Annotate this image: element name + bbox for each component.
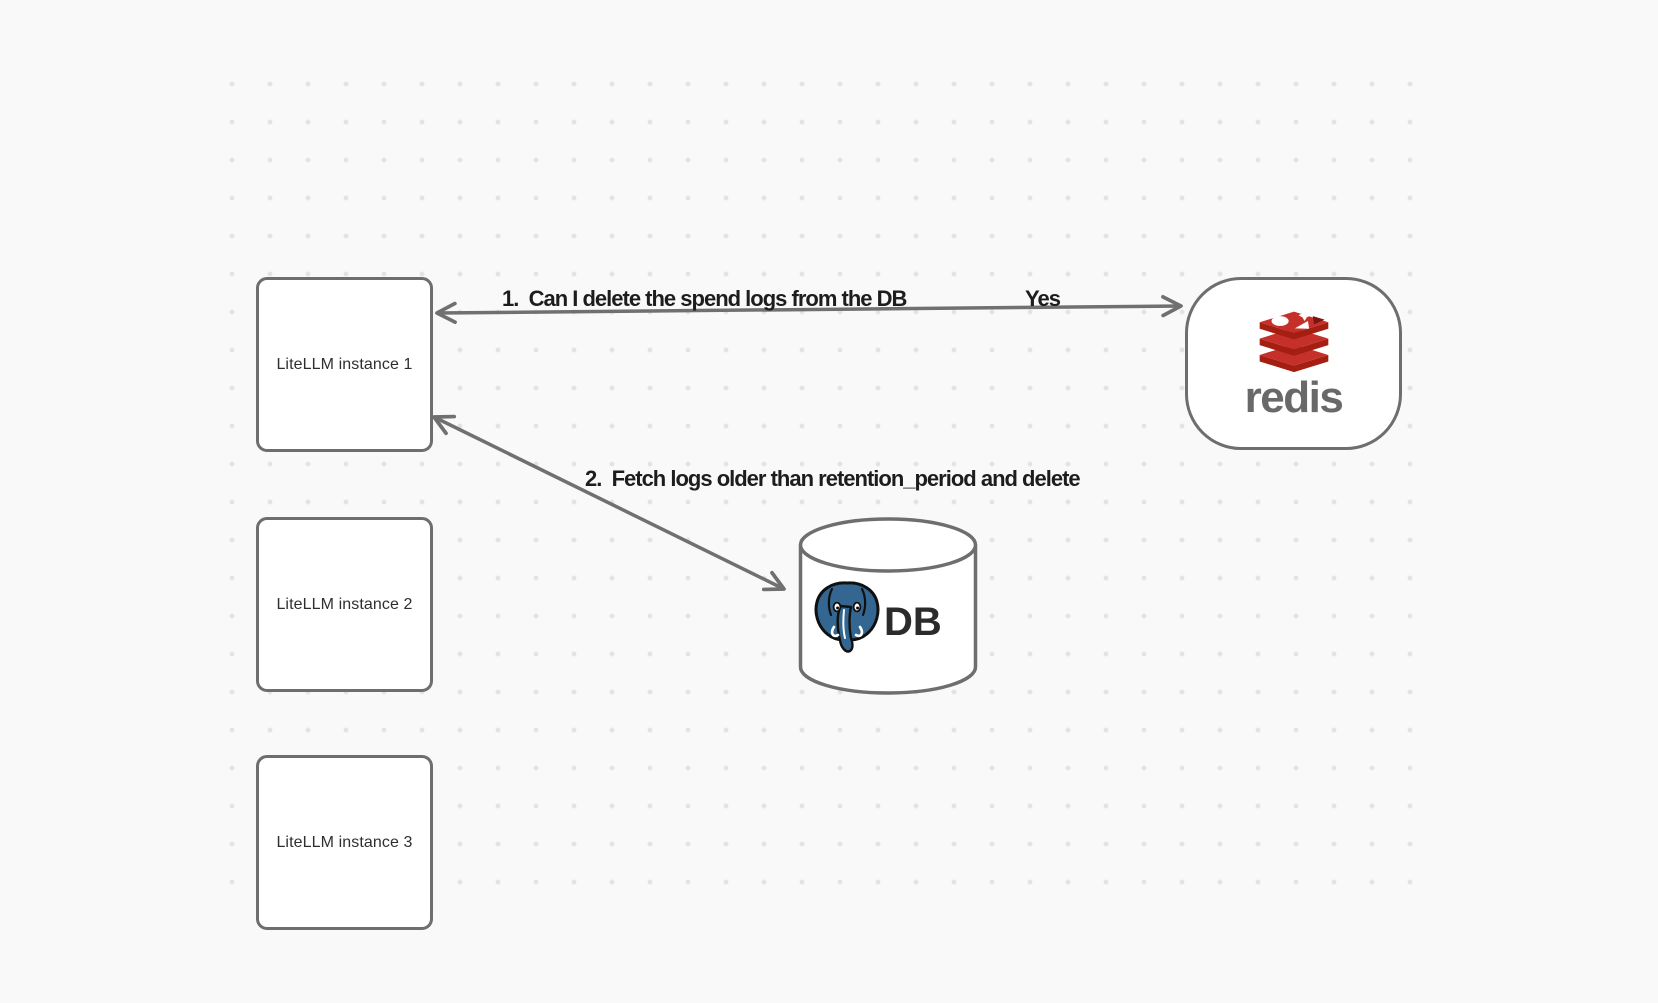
redis-wordmark: redis	[1244, 372, 1344, 422]
redis-stack-icon	[1259, 309, 1328, 372]
node-litellm-instance-3[interactable]: LiteLLM instance 3	[256, 755, 433, 930]
node-database[interactable]: DB	[797, 517, 979, 695]
node-litellm-instance-2[interactable]: LiteLLM instance 2	[256, 517, 433, 692]
node-litellm-instance-1[interactable]: LiteLLM instance 1	[256, 277, 433, 452]
node-redis[interactable]: redis	[1185, 277, 1402, 450]
postgresql-elephant-icon	[814, 581, 880, 653]
arrow1-label-text[interactable]: 1. Can I delete the spend logs from the …	[502, 286, 907, 311]
redis-triangle-glyph	[1294, 320, 1309, 329]
redis-star-glyph	[1297, 309, 1311, 321]
node-label: LiteLLM instance 3	[276, 833, 413, 851]
arrow1-response-text[interactable]: Yes	[1025, 286, 1061, 311]
redis-notch-glyph	[1312, 315, 1325, 325]
node-label: LiteLLM instance 1	[276, 355, 413, 373]
redis-ellipse-glyph	[1271, 315, 1289, 326]
arrow2-label-text[interactable]: 2. Fetch logs older than retention_perio…	[585, 466, 1081, 491]
node-label: LiteLLM instance 2	[276, 595, 413, 613]
db-label: DB	[884, 600, 942, 644]
